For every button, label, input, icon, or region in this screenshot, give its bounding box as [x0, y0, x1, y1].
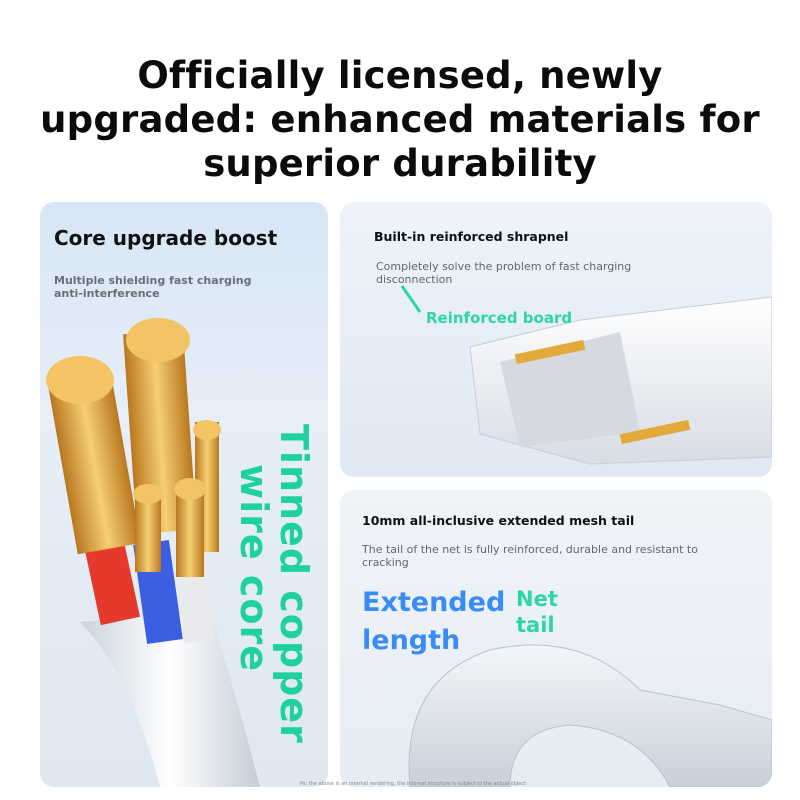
- mesh-tail-shape: [408, 644, 772, 787]
- mesh-tail-panel: 10mm all-inclusive extended mesh tail Th…: [340, 490, 772, 787]
- panel-title: 10mm all-inclusive extended mesh tail: [362, 513, 635, 528]
- core-upgrade-panel: Core upgrade boost Multiple shielding fa…: [40, 202, 328, 787]
- callout-arrow: [400, 285, 422, 313]
- cable-core-illustration: [46, 318, 260, 787]
- usb-c-connector-illustration: [400, 285, 772, 465]
- headline-line-3: superior durability: [203, 142, 597, 185]
- copper-bundle-1: [48, 375, 141, 555]
- copper-end-5: [174, 478, 206, 500]
- panel-subtitle: The tail of the net is fully reinforced,…: [362, 543, 698, 569]
- reinforced-board-bottom: [619, 419, 691, 445]
- mesh-tail-illustration: [408, 644, 772, 787]
- headline-line-2: upgraded: enhanced materials for: [40, 98, 760, 141]
- panel-title: Core upgrade boost: [54, 226, 278, 250]
- reinforced-board-callout: Reinforced board: [426, 309, 573, 327]
- footnote: Ps: the above is an internal rendering, …: [300, 781, 527, 787]
- panel-subtitle: Multiple shielding fast charging anti-in…: [54, 274, 252, 300]
- panel-subtitle: Completely solve the problem of fast cha…: [376, 260, 632, 286]
- wire-core-label: wire core: [232, 464, 276, 673]
- shrapnel-panel: Built-in reinforced shrapnel Completely …: [340, 202, 772, 477]
- extended-length-label: Extended length: [362, 587, 506, 656]
- tinned-copper-label: Tinned copper: [272, 424, 316, 744]
- copper-end-1: [46, 356, 114, 404]
- net-tail-label: Net tail: [516, 587, 558, 637]
- copper-end-3: [193, 420, 221, 440]
- reinforced-board-top: [514, 339, 586, 365]
- panel-title: Built-in reinforced shrapnel: [374, 229, 569, 244]
- headline-line-1: Officially licensed, newly: [137, 54, 663, 97]
- copper-bundle-4: [135, 492, 161, 572]
- copper-end-2: [126, 318, 190, 362]
- braided-sleeve: [80, 612, 260, 787]
- connector-interior: [500, 332, 640, 447]
- headline: Officially licensed, newly upgraded: enh…: [0, 54, 800, 186]
- copper-end-4: [133, 484, 163, 504]
- copper-bundle-5: [176, 487, 204, 577]
